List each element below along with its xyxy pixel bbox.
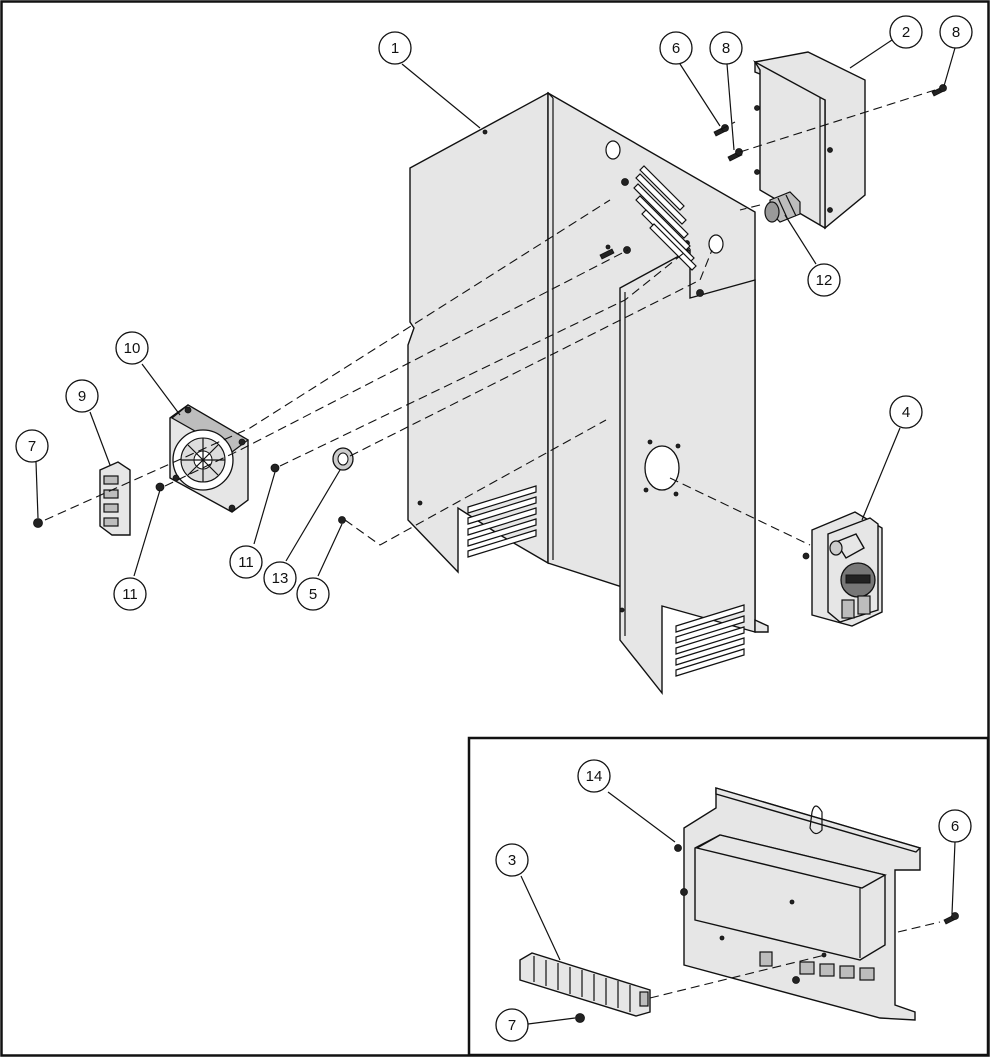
callout-9: 9 xyxy=(65,379,99,413)
svg-text:11: 11 xyxy=(122,586,138,603)
svg-text:2: 2 xyxy=(902,24,910,41)
callout-5: 5 xyxy=(296,577,330,611)
svg-text:9: 9 xyxy=(78,388,86,405)
svg-text:12: 12 xyxy=(816,272,833,289)
leader-lines xyxy=(35,39,956,1025)
callout-14: 14 xyxy=(577,759,611,793)
callout-1: 1 xyxy=(378,31,412,65)
callout-8-top-left: 8 xyxy=(709,31,743,65)
callout-4: 4 xyxy=(889,395,923,429)
disconnect-switch xyxy=(802,511,883,627)
svg-text:3: 3 xyxy=(508,852,516,869)
svg-text:8: 8 xyxy=(952,24,960,41)
small-hardware xyxy=(33,447,354,528)
callout-7-main: 7 xyxy=(15,429,49,463)
svg-text:11: 11 xyxy=(238,554,254,571)
lower-left-vent xyxy=(467,485,537,558)
screws-top xyxy=(599,84,947,260)
svg-text:5: 5 xyxy=(309,586,317,603)
callout-2: 2 xyxy=(889,15,923,49)
svg-text:4: 4 xyxy=(902,404,910,421)
callout-3: 3 xyxy=(495,843,529,877)
svg-text:8: 8 xyxy=(722,40,730,57)
callout-12: 12 xyxy=(807,263,841,297)
svg-text:7: 7 xyxy=(508,1017,516,1034)
svg-text:6: 6 xyxy=(672,40,680,57)
enclosure-panel xyxy=(407,91,769,696)
terminal-block-small xyxy=(99,461,131,536)
callout-6-top: 6 xyxy=(659,31,693,65)
svg-text:1: 1 xyxy=(391,40,399,57)
callout-6-inset: 6 xyxy=(938,809,972,843)
callout-11-left: 11 xyxy=(113,577,147,611)
cooling-fan xyxy=(169,404,250,513)
svg-text:10: 10 xyxy=(124,340,141,357)
vent-grille xyxy=(633,165,697,271)
detail-assembly xyxy=(519,787,959,1023)
assembly-lines xyxy=(44,89,936,546)
detail-inset-frame xyxy=(467,736,990,1057)
svg-text:13: 13 xyxy=(272,570,289,587)
callouts: 1 2 6 8 8 12 10 9 xyxy=(15,15,973,1042)
cable-gland xyxy=(764,191,801,223)
svg-text:14: 14 xyxy=(586,768,603,785)
callout-10: 10 xyxy=(115,331,149,365)
svg-text:7: 7 xyxy=(28,438,36,455)
callout-8-top-right: 8 xyxy=(939,15,973,49)
callout-13: 13 xyxy=(263,561,297,595)
callout-7-inset: 7 xyxy=(495,1008,529,1042)
terminal-strip xyxy=(519,952,651,1017)
callout-11-middle: 11 xyxy=(229,545,263,579)
lower-door-vent xyxy=(675,604,745,677)
svg-text:6: 6 xyxy=(951,818,959,835)
